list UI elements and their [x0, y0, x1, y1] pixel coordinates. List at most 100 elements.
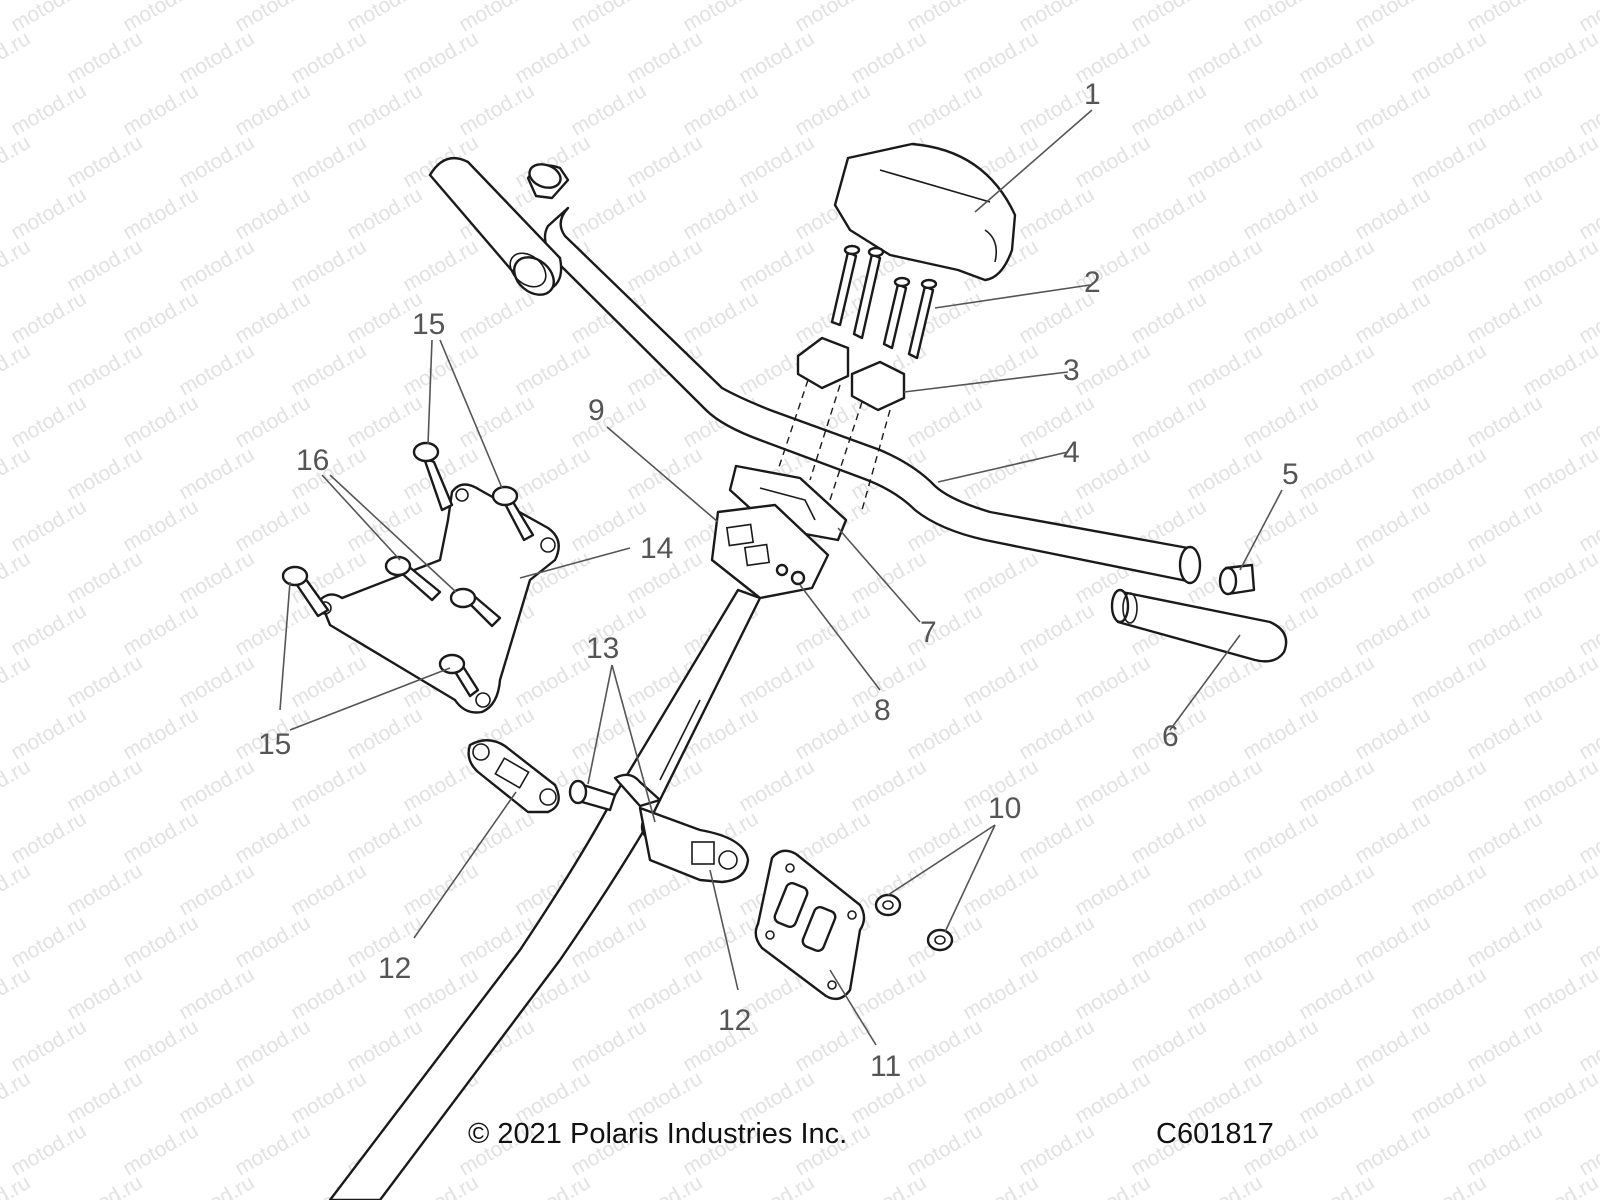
watermark-text: motod.ru: [1015, 1119, 1098, 1180]
watermark-text: motod.ru: [63, 1067, 146, 1128]
watermark-text: motod.ru: [175, 27, 258, 88]
watermark-text: motod.ru: [1015, 703, 1098, 764]
watermark-text: motod.ru: [0, 27, 34, 88]
watermark-text: motod.ru: [455, 79, 538, 140]
watermark-text: motod.ru: [1183, 443, 1266, 504]
watermark-text: motod.ru: [231, 1015, 314, 1076]
watermark-text: motod.ru: [1575, 79, 1600, 140]
callout-11: 11: [870, 1050, 901, 1083]
watermark-text: motod.ru: [1463, 183, 1546, 244]
callout-12b: 12: [718, 1004, 751, 1037]
watermark-text: motod.ru: [1519, 963, 1600, 1024]
watermark-text: motod.ru: [679, 183, 762, 244]
watermark-text: motod.ru: [0, 651, 34, 712]
watermark-text: motod.ru: [1295, 235, 1378, 296]
watermark-text: motod.ru: [231, 911, 314, 972]
clamp-guide-lines: [777, 379, 891, 511]
watermark-text: motod.ru: [1015, 391, 1098, 452]
watermark-text: motod.ru: [1183, 235, 1266, 296]
watermark-text: motod.ru: [1015, 911, 1098, 972]
upper-clamps: [796, 336, 906, 412]
watermark-text: motod.ru: [399, 1171, 482, 1200]
watermark-text: motod.ru: [119, 1015, 202, 1076]
watermark-text: motod.ru: [1295, 27, 1378, 88]
watermark-text: motod.ru: [1127, 1015, 1210, 1076]
watermark-text: motod.ru: [511, 339, 594, 400]
watermark-text: motod.ru: [1295, 651, 1378, 712]
watermark-text: motod.ru: [119, 495, 202, 556]
watermark-text: motod.ru: [1407, 131, 1490, 192]
watermark-text: motod.ru: [1463, 807, 1546, 868]
watermark-text: motod.ru: [1575, 1015, 1600, 1076]
watermark-text: motod.ru: [511, 443, 594, 504]
callout-10: 10: [988, 792, 1021, 825]
watermark-text: motod.ru: [1351, 183, 1434, 244]
watermark-text: motod.ru: [1015, 183, 1098, 244]
watermark-text: motod.ru: [1239, 911, 1322, 972]
watermark-text: motod.ru: [679, 287, 762, 348]
watermark-text: motod.ru: [903, 79, 986, 140]
watermark-text: motod.ru: [119, 287, 202, 348]
lower-clamp: [728, 464, 848, 542]
watermark-text: motod.ru: [343, 391, 426, 452]
watermark-text: motod.ru: [63, 339, 146, 400]
watermark-text: motod.ru: [63, 235, 146, 296]
watermark-text: motod.ru: [1351, 911, 1434, 972]
watermark-text: motod.ru: [1071, 859, 1154, 920]
watermark-text: motod.ru: [1407, 1067, 1490, 1128]
watermark-text: motod.ru: [63, 131, 146, 192]
watermark-text: motod.ru: [791, 1015, 874, 1076]
watermark-text: motod.ru: [1575, 703, 1600, 764]
leader-lines: [279, 109, 1283, 1046]
watermark-text: motod.ru: [623, 1171, 706, 1200]
handlebar: [543, 206, 1202, 585]
watermark-text: motod.ru: [1407, 859, 1490, 920]
watermark-text: motod.ru: [1183, 27, 1266, 88]
watermark-text: motod.ru: [399, 339, 482, 400]
watermark-text: motod.ru: [1127, 911, 1210, 972]
watermark-text: motod.ru: [847, 1171, 930, 1200]
callout-1: 1: [1084, 78, 1101, 111]
watermark-text: motod.ru: [1463, 287, 1546, 348]
watermark-text: motod.ru: [1407, 1171, 1490, 1200]
watermark-text: motod.ru: [119, 911, 202, 972]
watermark-text: motod.ru: [511, 1171, 594, 1200]
watermark-text: motod.ru: [679, 79, 762, 140]
watermark-text: motod.ru: [119, 807, 202, 868]
watermark-text: motod.ru: [1463, 79, 1546, 140]
watermark-text: motod.ru: [1183, 755, 1266, 816]
watermark-text: motod.ru: [1575, 807, 1600, 868]
watermark-text: motod.ru: [1407, 547, 1490, 608]
watermark-text: motod.ru: [0, 755, 34, 816]
watermark-text: motod.ru: [1351, 807, 1434, 868]
watermark-text: motod.ru: [1183, 1171, 1266, 1200]
watermark-text: motod.ru: [1127, 79, 1210, 140]
watermark-text: motod.ru: [7, 183, 90, 244]
watermark-text: motod.ru: [1295, 547, 1378, 608]
watermark-text: motod.ru: [1127, 183, 1210, 244]
watermark-text: motod.ru: [63, 651, 146, 712]
callout-14: 14: [640, 532, 673, 565]
watermark-text: motod.ru: [1071, 755, 1154, 816]
callout-9: 9: [588, 394, 605, 427]
watermark-text: motod.ru: [231, 495, 314, 556]
watermark-text: motod.ru: [175, 651, 258, 712]
watermark-text: motod.ru: [1575, 599, 1600, 660]
watermark-text: motod.ru: [791, 703, 874, 764]
left-end-cap: [526, 163, 570, 200]
callout-5: 5: [1282, 458, 1299, 491]
watermark-text: motod.ru: [63, 27, 146, 88]
watermark-text: motod.ru: [0, 443, 34, 504]
watermark-text: motod.ru: [1295, 131, 1378, 192]
watermark-text: motod.ru: [175, 859, 258, 920]
watermark-text: motod.ru: [1295, 859, 1378, 920]
watermark-text: motod.ru: [1239, 391, 1322, 452]
watermark-text: motod.ru: [63, 547, 146, 608]
watermark-text: motod.ru: [1071, 1067, 1154, 1128]
clamp-bolts: [830, 244, 938, 360]
watermark-text: motod.ru: [119, 599, 202, 660]
watermark-text: motod.ru: [959, 651, 1042, 712]
callout-4: 4: [1063, 436, 1080, 469]
watermark-text: motod.ru: [1295, 1171, 1378, 1200]
